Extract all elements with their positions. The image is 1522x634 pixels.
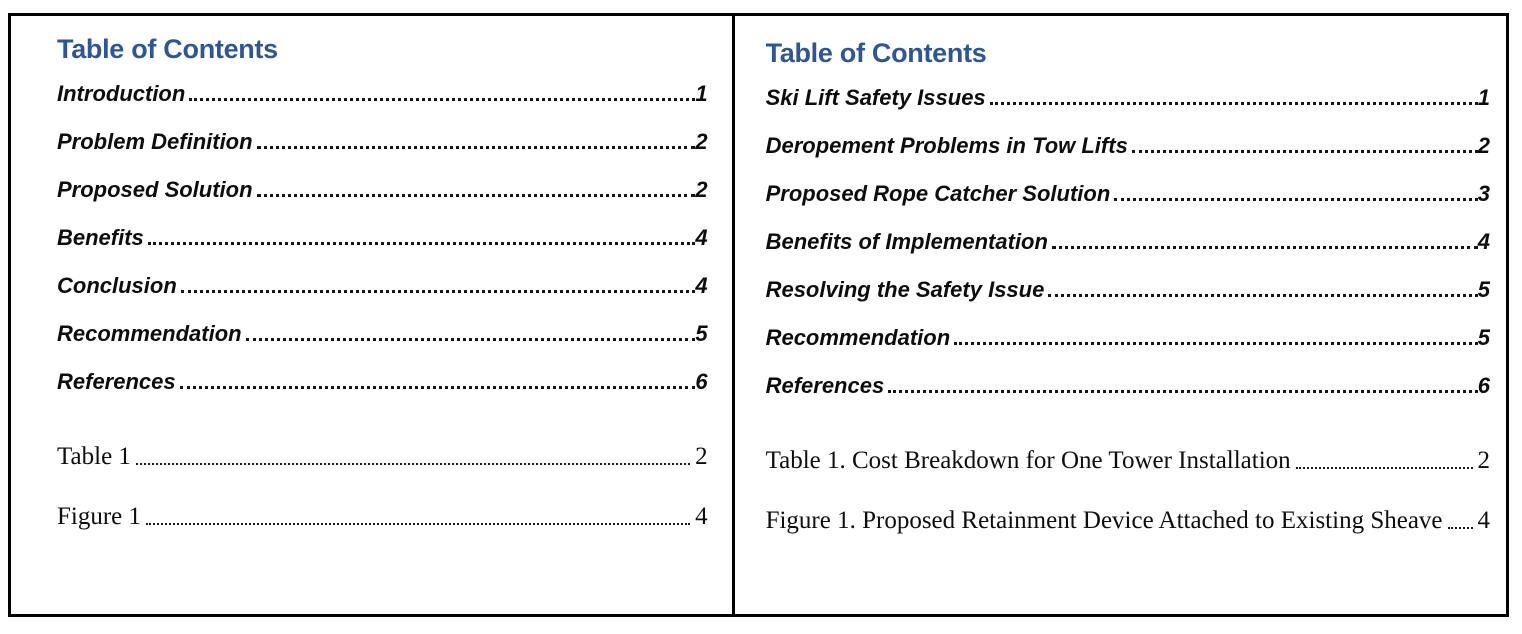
toc-caption-entry[interactable]: Table 1. Cost Breakdown for One Tower In… xyxy=(766,447,1490,475)
toc-comparison-container: Table of Contents Introduction 1 Problem… xyxy=(8,13,1509,617)
toc-entry[interactable]: Problem Definition 2 xyxy=(57,129,708,155)
toc-entry-label: References xyxy=(765,373,885,398)
dot-leader xyxy=(147,242,696,245)
spacer xyxy=(57,417,708,443)
toc-entry-label: Table 1 xyxy=(57,443,131,470)
page-number: 3 xyxy=(1477,181,1490,206)
dot-leader xyxy=(1114,198,1478,201)
toc-entry-label: Deropement Problems in Tow Lifts xyxy=(765,133,1128,158)
toc-heading: Table of Contents xyxy=(57,34,278,64)
toc-entry[interactable]: Benefits of Implementation 4 xyxy=(766,229,1490,255)
toc-entry-label: Figure 1 xyxy=(57,503,142,530)
page-number: 2 xyxy=(1477,447,1491,474)
page-number: 2 xyxy=(695,443,708,470)
dot-leader xyxy=(245,338,696,341)
dot-leader xyxy=(1051,246,1478,249)
dot-leader xyxy=(189,98,696,101)
toc-entry[interactable]: Conclusion 4 xyxy=(57,273,708,299)
toc-entry-label: Figure 1. Proposed Retainment Device Att… xyxy=(765,507,1443,534)
toc-entry[interactable]: Introduction 1 xyxy=(57,81,708,107)
dot-leader xyxy=(989,102,1478,105)
page-number: 4 xyxy=(1477,229,1490,254)
toc-entry[interactable]: References 6 xyxy=(766,373,1490,399)
toc-caption-entry[interactable]: Figure 1. Proposed Retainment Device Att… xyxy=(766,507,1490,535)
toc-entry[interactable]: Resolving the Safety Issue 5 xyxy=(766,277,1490,303)
page-number: 4 xyxy=(695,503,708,530)
toc-entry[interactable]: Recommendation 5 xyxy=(57,321,708,347)
toc-entry[interactable]: Ski Lift Safety Issues 1 xyxy=(766,85,1490,111)
dot-leader xyxy=(1131,150,1478,153)
toc-entry[interactable]: References 6 xyxy=(57,369,708,395)
page-number: 4 xyxy=(695,273,708,298)
toc-caption-entry[interactable]: Figure 1 4 xyxy=(57,503,708,531)
toc-entry-label: Proposed Rope Catcher Solution xyxy=(765,181,1111,206)
toc-entry-label: Benefits xyxy=(57,225,144,250)
toc-entry-label: Recommendation xyxy=(765,325,951,350)
toc-entry-label: References xyxy=(57,369,176,394)
page-number: 5 xyxy=(1477,325,1490,350)
toc-entry-label: Recommendation xyxy=(57,321,242,346)
dot-leader xyxy=(1295,467,1473,469)
dot-leader xyxy=(1048,294,1478,297)
toc-caption-entry[interactable]: Table 1 2 xyxy=(57,443,708,471)
toc-page-left: Table of Contents Introduction 1 Problem… xyxy=(11,16,735,614)
toc-entry-label: Problem Definition xyxy=(57,129,253,154)
toc-entry[interactable]: Deropement Problems in Tow Lifts 2 xyxy=(766,133,1490,159)
toc-entry-label: Resolving the Safety Issue xyxy=(765,277,1045,302)
dot-leader xyxy=(179,386,696,389)
page-number: 2 xyxy=(1477,133,1490,158)
dot-leader xyxy=(1447,527,1473,529)
page-number: 1 xyxy=(1477,85,1490,110)
toc-entry[interactable]: Benefits 4 xyxy=(57,225,708,251)
toc-entry[interactable]: Proposed Solution 2 xyxy=(57,177,708,203)
page-number: 2 xyxy=(695,129,708,154)
toc-entry-label: Conclusion xyxy=(57,273,177,298)
page-number: 2 xyxy=(695,177,708,202)
page-number: 1 xyxy=(695,81,708,106)
spacer xyxy=(766,421,1490,447)
toc-entry[interactable]: Recommendation 5 xyxy=(766,325,1490,351)
page-number: 4 xyxy=(695,225,708,250)
toc-page-right: Table of Contents Ski Lift Safety Issues… xyxy=(735,16,1506,614)
dot-leader xyxy=(180,290,696,293)
page-number: 6 xyxy=(695,369,708,394)
dot-leader xyxy=(135,463,691,465)
dot-leader xyxy=(954,342,1478,345)
page-number: 4 xyxy=(1477,507,1491,534)
toc-entry-label: Introduction xyxy=(57,81,186,106)
toc-heading: Table of Contents xyxy=(765,38,987,68)
toc-entry-label: Table 1. Cost Breakdown for One Tower In… xyxy=(765,447,1291,474)
toc-entry-label: Ski Lift Safety Issues xyxy=(765,85,986,110)
page-number: 5 xyxy=(695,321,708,346)
page-number: 6 xyxy=(1477,373,1490,398)
dot-leader xyxy=(256,194,696,197)
dot-leader xyxy=(888,390,1478,393)
toc-entry[interactable]: Proposed Rope Catcher Solution 3 xyxy=(766,181,1490,207)
dot-leader xyxy=(256,146,696,149)
toc-entry-label: Proposed Solution xyxy=(57,177,253,202)
page-number: 5 xyxy=(1477,277,1490,302)
toc-entry-label: Benefits of Implementation xyxy=(765,229,1048,254)
dot-leader xyxy=(146,523,691,525)
